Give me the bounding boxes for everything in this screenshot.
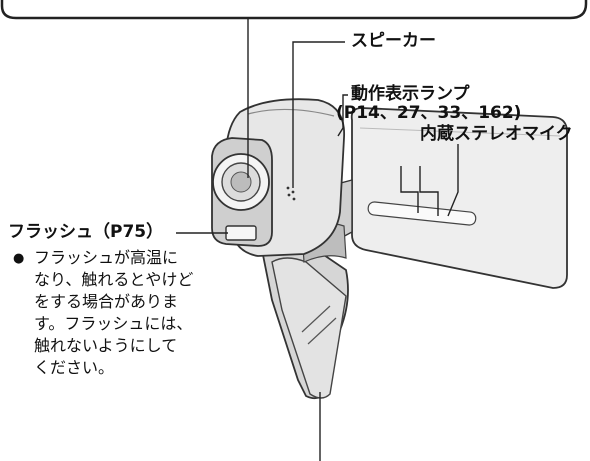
status-lamp-label: 動作表示ランプ — [351, 84, 470, 104]
lcd-panel — [350, 107, 568, 289]
flash-note-line: す。フラッシュには、 — [34, 314, 193, 333]
mic-slot — [367, 201, 477, 226]
status-lamp-pages: (P14、27、33、162) — [336, 103, 522, 123]
flash-note-line: ください。 — [34, 358, 115, 377]
flash-note-line: 触れないようにして — [34, 336, 178, 355]
flash-label: フラッシュ（P75） — [8, 222, 164, 242]
flash-note-line: フラッシュが高温に — [34, 248, 179, 267]
leader-lines — [176, 18, 459, 461]
speaker-holes — [286, 186, 296, 201]
flash-note-line: なり、触れるとやけど — [34, 270, 194, 289]
stereo-mic-label: 内蔵ステレオマイク — [420, 124, 573, 144]
bullet-icon: ● — [13, 251, 25, 266]
top-frame — [0, 0, 588, 20]
flash-window — [225, 225, 257, 241]
flash-note-line: をする場合がありま — [34, 292, 179, 311]
speaker-label: スピーカー — [351, 31, 436, 51]
